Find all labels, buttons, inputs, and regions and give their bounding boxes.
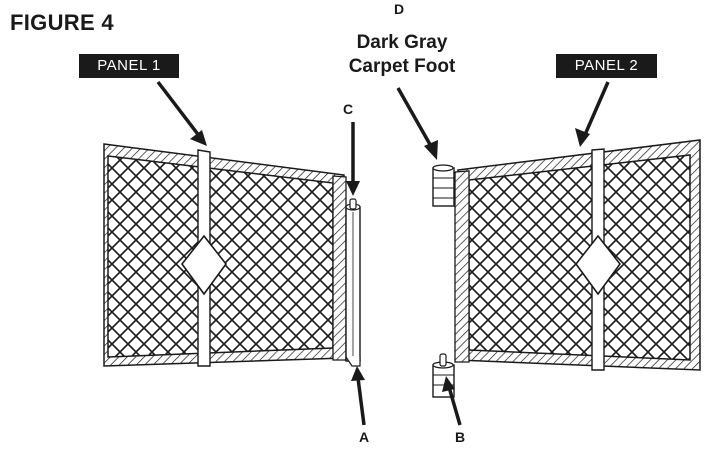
arrow-d [396, 87, 434, 149]
callout-c-letter: C [343, 101, 354, 117]
panel-2-drawing [432, 139, 701, 398]
callout-d-letter: D [394, 1, 405, 17]
callout-d-line1: Dark Gray [356, 32, 448, 53]
callout-b-letter: B [455, 429, 466, 445]
arrow-b [447, 386, 462, 426]
panel-1-drawing [103, 143, 361, 367]
arrows [156, 80, 610, 426]
panel-2-label: PANEL 2 [556, 54, 657, 78]
figure-title: FIGURE 4 [10, 10, 114, 35]
arrow-panel-1 [156, 80, 202, 139]
arrow-panel-2 [582, 81, 610, 138]
callout-d-line2: Carpet Foot [348, 56, 456, 77]
arrow-a [356, 377, 366, 426]
panel-1-label: PANEL 1 [79, 54, 179, 78]
callout-a-letter: A [359, 429, 370, 445]
